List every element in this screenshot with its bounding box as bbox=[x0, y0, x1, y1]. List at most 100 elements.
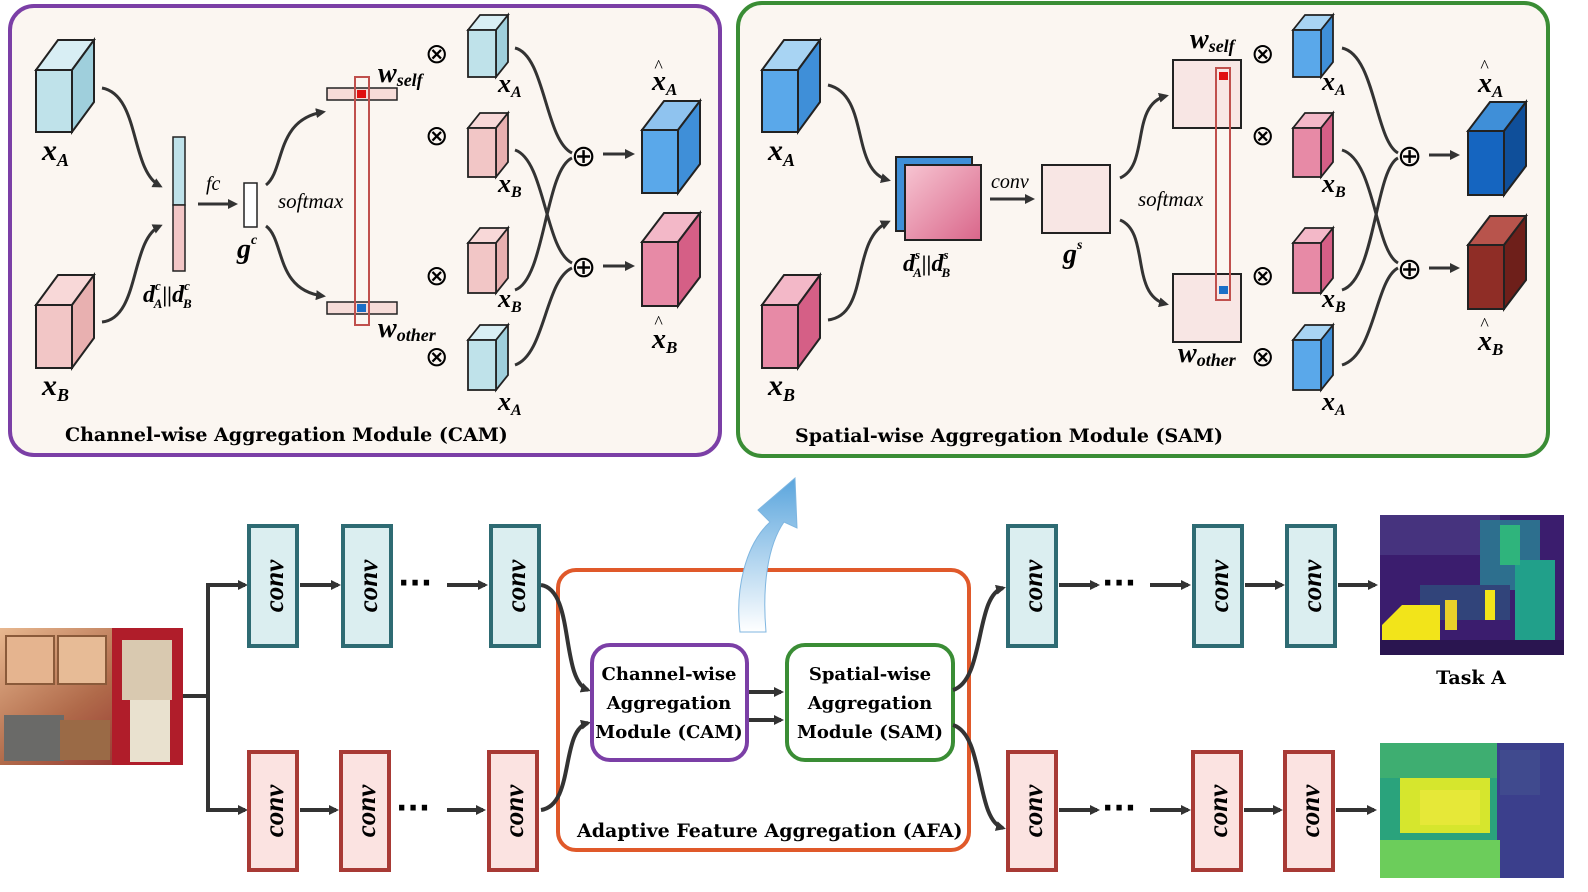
sam-small-cube-b2 bbox=[1291, 225, 1335, 296]
cam-gc-label: gc bbox=[236, 233, 258, 265]
svg-text:conv: conv bbox=[501, 559, 531, 613]
task-b-output-image bbox=[1380, 743, 1564, 878]
task-a-output-image bbox=[1380, 515, 1564, 655]
sam-softmax-label: softmax bbox=[1138, 187, 1204, 211]
conv-bottom-3: conv bbox=[487, 750, 539, 872]
cam-box-line-2: Aggregation bbox=[606, 693, 732, 714]
cam-softmax-label: softmax bbox=[278, 189, 344, 213]
cam-wself-label: wself bbox=[378, 58, 425, 90]
conv-top-1: conv bbox=[247, 524, 299, 648]
sam-small-xa-2: xA bbox=[1321, 387, 1346, 419]
sam-mul-1: ⊗ bbox=[1251, 37, 1274, 70]
cam-gc-bar bbox=[243, 182, 258, 228]
cam-concat-bar bbox=[172, 136, 186, 272]
afa-title: Adaptive Feature Aggregation (AFA) bbox=[576, 820, 962, 842]
sam-module-box: Spatial-wise Aggregation Module (SAM) bbox=[785, 643, 955, 762]
sam-out-xb-cube bbox=[1465, 213, 1529, 312]
sam-small-cube-b1 bbox=[1291, 110, 1335, 180]
sam-box-line-2: Aggregation bbox=[807, 693, 933, 714]
conv-top-6: conv bbox=[1285, 524, 1337, 648]
cam-out-xa-cube bbox=[639, 98, 703, 196]
cam-out-xa-label: xA bbox=[651, 66, 677, 99]
cam-mul-1: ⊗ bbox=[425, 37, 448, 70]
conv-bottom-1: conv bbox=[247, 750, 299, 872]
cam-out-xa-hat: ^ bbox=[654, 56, 663, 76]
conv-top-4: conv bbox=[1006, 524, 1058, 648]
sam-out-xa-label: xA bbox=[1477, 68, 1503, 101]
cam-small-cube-b2 bbox=[466, 225, 510, 296]
cam-mul-2: ⊗ bbox=[425, 119, 448, 152]
sam-xb-label: xB bbox=[767, 369, 795, 405]
sam-out-xa-cube bbox=[1465, 99, 1529, 198]
conv-top-5: conv bbox=[1192, 524, 1244, 648]
cam-fc-label: fc bbox=[206, 173, 221, 195]
sam-conv-label: conv bbox=[991, 171, 1029, 193]
cam-module-box: Channel-wise Aggregation Module (CAM) bbox=[590, 643, 749, 762]
sam-small-xa-1: xA bbox=[1321, 67, 1346, 99]
sam-concat-squares bbox=[895, 156, 982, 241]
svg-text:conv: conv bbox=[259, 784, 289, 838]
cam-wother-label: wother bbox=[378, 313, 437, 345]
cam-small-xa-1: xA bbox=[497, 69, 522, 101]
sam-xb-cube bbox=[760, 271, 822, 372]
sam-title: Spatial-wise Aggregation Module (SAM) bbox=[795, 425, 1223, 447]
sam-wself-label: wself bbox=[1190, 24, 1237, 56]
sam-gs-square bbox=[1041, 164, 1111, 234]
svg-text:conv: conv bbox=[1297, 559, 1327, 613]
svg-text:conv: conv bbox=[1018, 559, 1048, 613]
sam-gs-label: gs bbox=[1062, 238, 1083, 270]
cam-add-2: ⊕ bbox=[571, 250, 596, 285]
cam-xa-label: xA bbox=[41, 134, 69, 170]
sam-wother-label: wother bbox=[1178, 338, 1237, 370]
sam-small-xb-2: xB bbox=[1321, 284, 1346, 316]
sam-mul-4: ⊗ bbox=[1251, 340, 1274, 373]
cam-small-xb-2: xB bbox=[497, 284, 522, 316]
cam-xa-cube bbox=[34, 36, 96, 136]
conv-top-2: conv bbox=[341, 524, 393, 648]
cam-xb-cube bbox=[34, 271, 96, 372]
sam-mul-3: ⊗ bbox=[1251, 259, 1274, 292]
up-arrow-icon bbox=[738, 476, 798, 633]
svg-text:conv: conv bbox=[353, 559, 383, 613]
cam-out-xb-hat: ^ bbox=[654, 312, 663, 332]
cam-small-cube-b1 bbox=[466, 110, 510, 180]
dots-top-left: ··· bbox=[398, 566, 432, 601]
svg-text:conv: conv bbox=[1295, 784, 1325, 838]
conv-top-3: conv bbox=[489, 524, 541, 648]
svg-text:conv: conv bbox=[1204, 559, 1234, 613]
sam-out-xa-hat: ^ bbox=[1480, 56, 1489, 76]
svg-text:conv: conv bbox=[499, 784, 529, 838]
conv-bottom-2: conv bbox=[339, 750, 391, 872]
sam-box-line-3: Module (SAM) bbox=[797, 722, 943, 743]
conv-bottom-5: conv bbox=[1191, 750, 1243, 872]
cam-out-xb-label: xB bbox=[651, 324, 677, 357]
svg-text:conv: conv bbox=[351, 784, 381, 838]
sam-xa-label: xA bbox=[767, 134, 795, 170]
cam-small-cube-a1 bbox=[466, 12, 510, 80]
cam-mul-4: ⊗ bbox=[425, 340, 448, 373]
cam-add-1: ⊕ bbox=[571, 139, 596, 174]
afa-box: Adaptive Feature Aggregation (AFA) bbox=[556, 568, 971, 852]
cam-box-line-3: Module (CAM) bbox=[595, 722, 742, 743]
task-a-label: Task A bbox=[1436, 667, 1506, 689]
sam-small-xb-1: xB bbox=[1321, 169, 1346, 201]
cam-small-xa-2: xA bbox=[497, 387, 522, 419]
sam-out-xb-label: xB bbox=[1477, 326, 1503, 359]
dots-top-right: ··· bbox=[1102, 566, 1136, 601]
sam-add-1: ⊕ bbox=[1397, 139, 1422, 174]
conv-bottom-6: conv bbox=[1283, 750, 1335, 872]
conv-bottom-4: conv bbox=[1006, 750, 1058, 872]
pipeline: conv conv ··· conv conv conv ··· conv bbox=[0, 476, 1564, 878]
dots-bottom-left: ··· bbox=[396, 791, 430, 826]
cam-out-xb-cube bbox=[639, 210, 703, 309]
sam-small-cube-a2 bbox=[1291, 322, 1335, 393]
cam-small-cube-a2 bbox=[466, 322, 510, 393]
svg-text:conv: conv bbox=[1018, 784, 1048, 838]
cam-mul-3: ⊗ bbox=[425, 259, 448, 292]
svg-text:conv: conv bbox=[1203, 784, 1233, 838]
dots-bottom-right: ··· bbox=[1102, 791, 1136, 826]
sam-add-2: ⊕ bbox=[1397, 252, 1422, 287]
input-image bbox=[0, 628, 183, 765]
cam-small-xb-1: xB bbox=[497, 169, 522, 201]
